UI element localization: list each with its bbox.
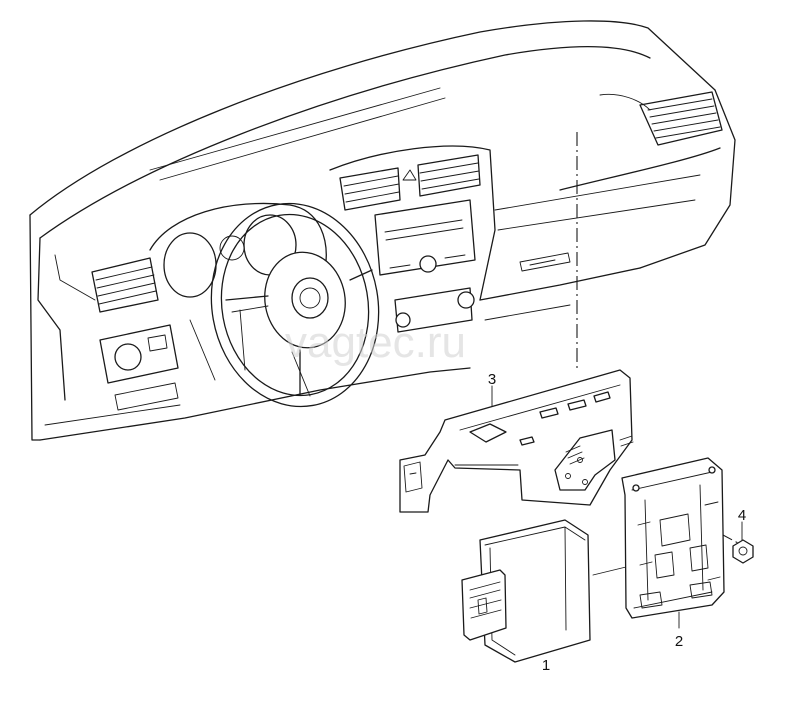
part-3-bracket	[399, 369, 634, 513]
watermark: vagtec.ru	[285, 318, 466, 367]
callout-2: 2	[675, 633, 683, 650]
part-4-nut	[732, 539, 754, 564]
part-2-mounting-plate	[621, 457, 725, 619]
part-1-control-unit	[461, 519, 591, 663]
callout-1: 1	[542, 657, 550, 674]
callout-3: 3	[488, 371, 496, 388]
dashboard-panel	[29, 20, 736, 441]
callout-4: 4	[738, 507, 746, 524]
